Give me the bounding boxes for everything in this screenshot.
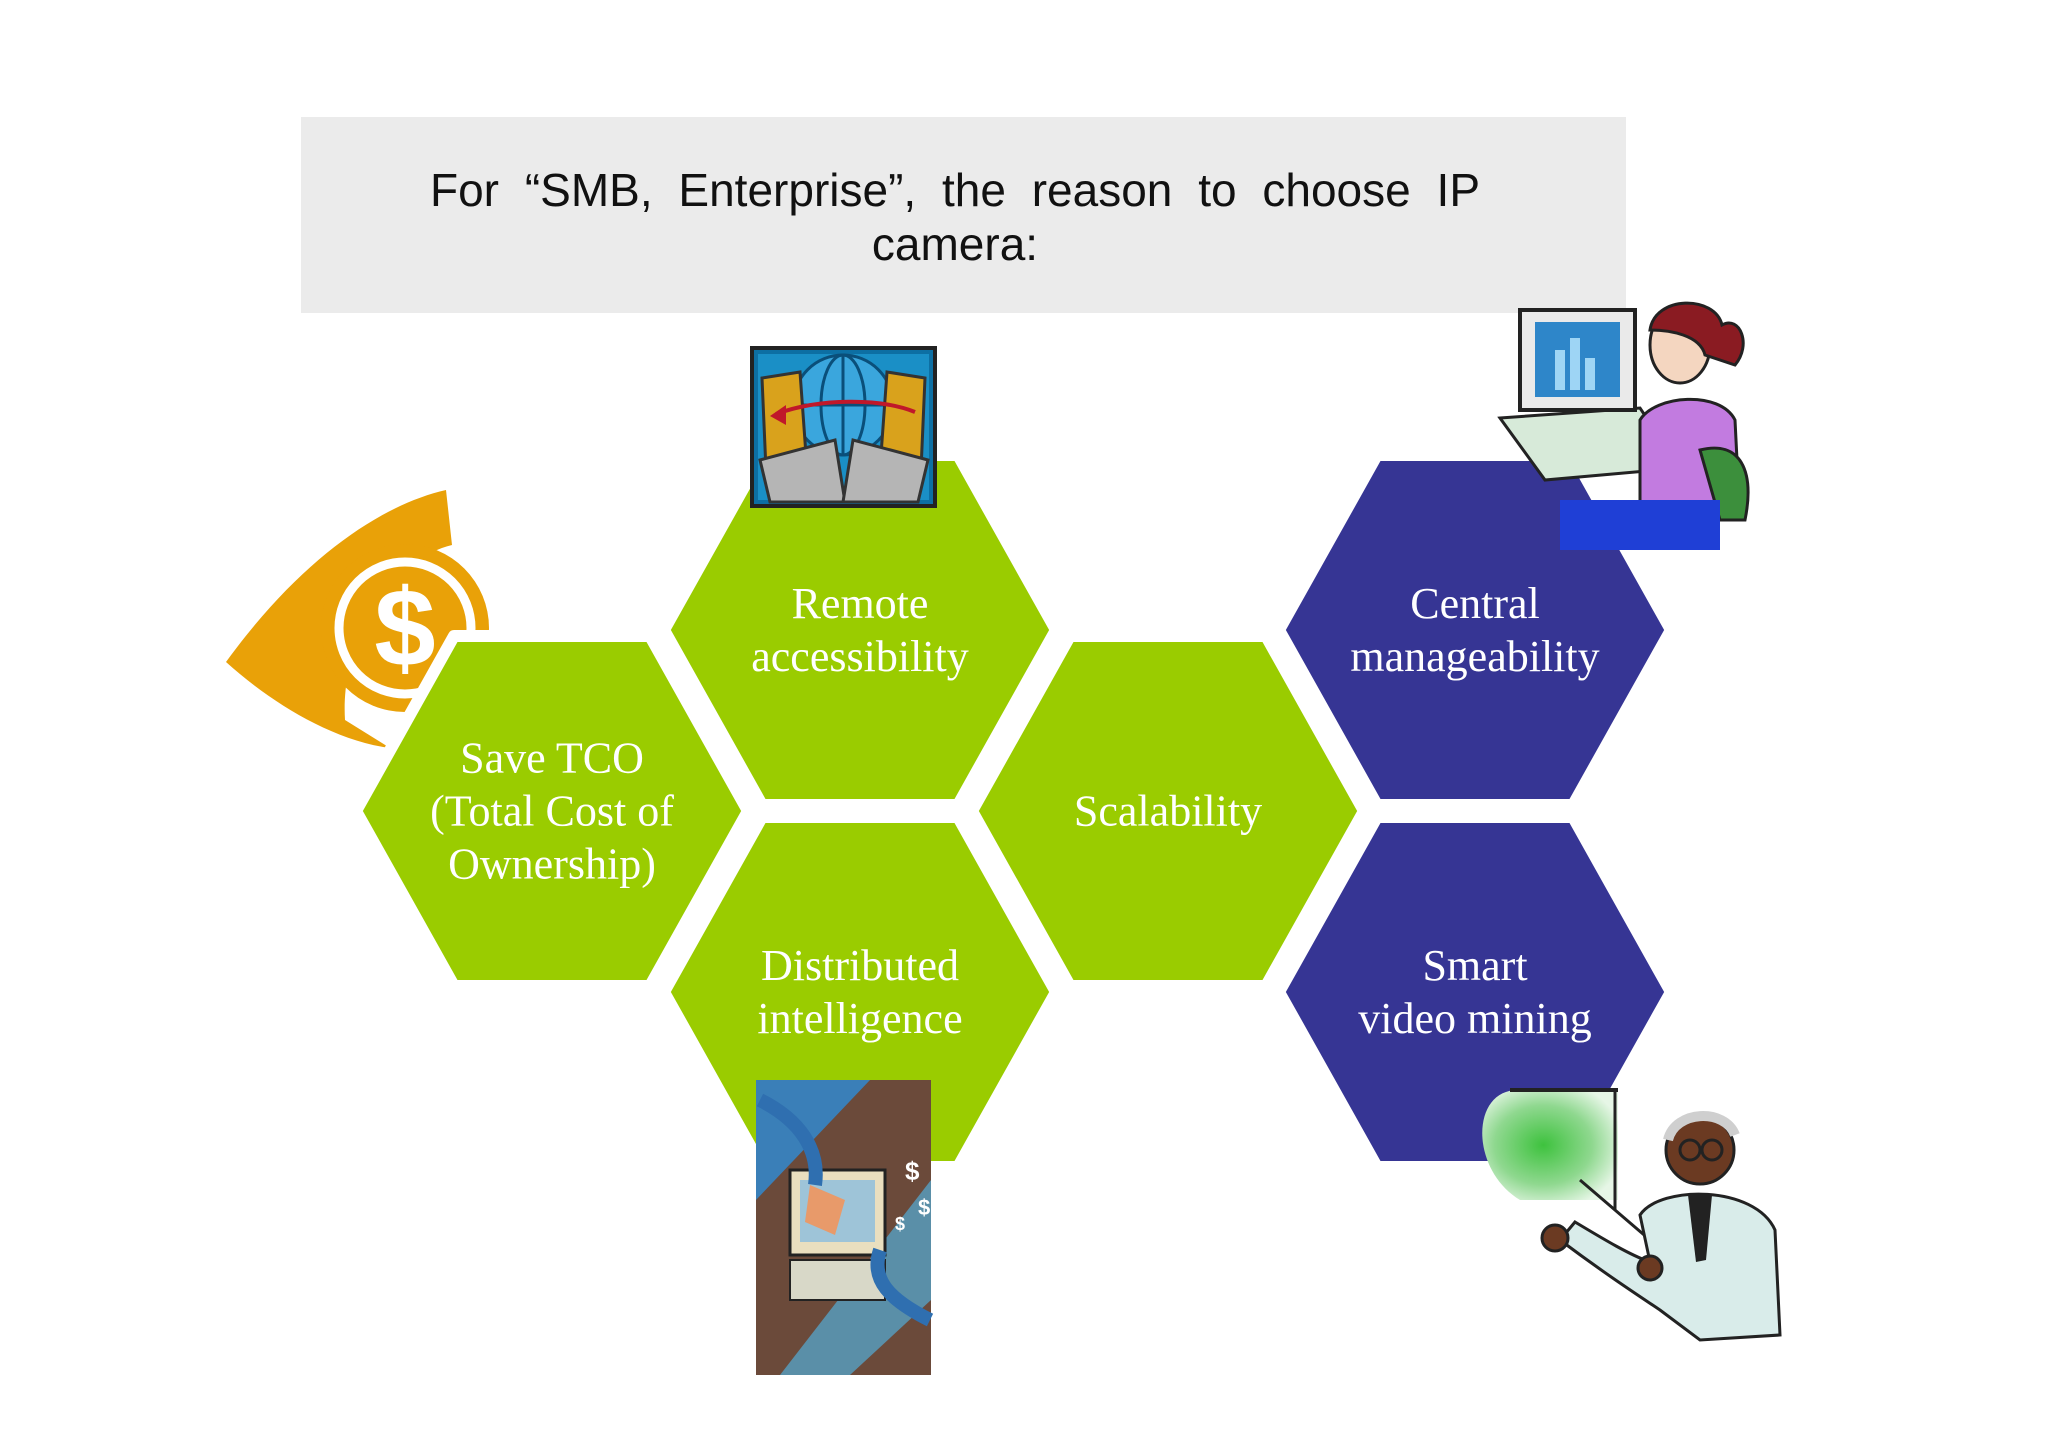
abstract-collage-icon: $ $ $ [756,1080,934,1375]
hexagon-label: manageability [1350,632,1599,681]
hexagon-label: Central [1410,579,1540,628]
svg-text:$: $ [374,567,435,690]
hexagon-label: intelligence [757,994,962,1043]
hexagon-shape [1273,811,1677,1173]
svg-text:$: $ [895,1214,905,1234]
network-computers-icon [750,346,937,508]
slide-title: For “SMB, Enterprise”, the reason to cho… [430,164,1480,270]
hexagon-label: (Total Cost of [430,787,674,836]
hexagon-label: Distributed [761,941,959,990]
hexagon-label: Scalability [1074,787,1262,836]
hexagon-label: Smart [1422,941,1527,990]
hexagon-shape [966,630,1370,992]
hexagon-label: accessibility [751,632,969,681]
hexagon-label: Save TCO [460,734,644,783]
office-worker-icon [1497,301,1750,550]
hexagon-label: Remote [792,579,929,628]
hexagon-shape [350,630,754,992]
hexagon-label: Ownership) [448,840,656,889]
presenter-icon [1482,1088,1782,1342]
svg-text:$: $ [905,1156,920,1186]
title-box [301,117,1626,313]
hexagon-scalability: Scalability [966,630,1370,992]
svg-text:$: $ [918,1195,930,1220]
hexagon-label: video mining [1358,994,1591,1043]
